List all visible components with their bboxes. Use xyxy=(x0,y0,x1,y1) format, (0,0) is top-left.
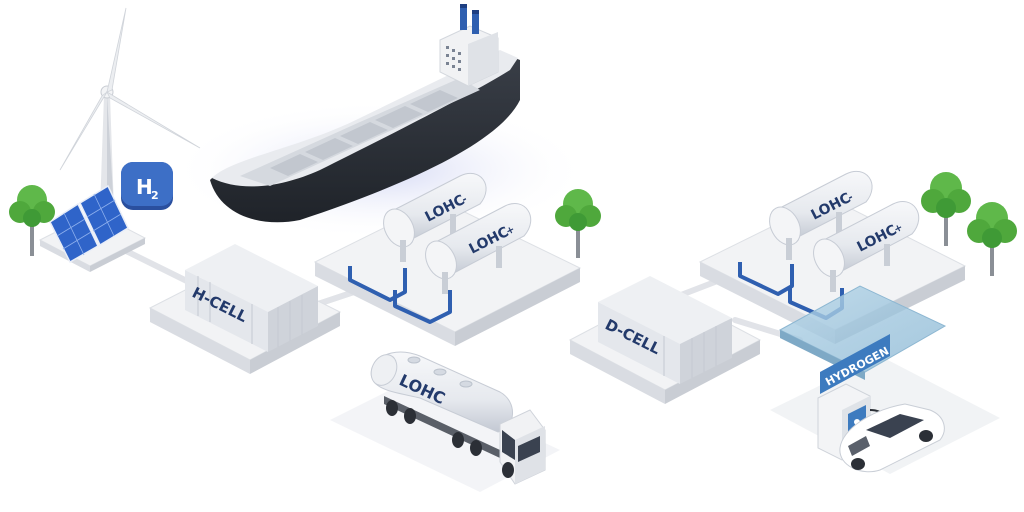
right-tank-b: LOHC + xyxy=(813,201,920,292)
left-tank-pipes xyxy=(348,266,452,324)
hcell-container: H-CELL xyxy=(185,244,318,352)
lohc-truck: LOHC xyxy=(330,351,560,492)
tree-center xyxy=(555,189,601,258)
h2-badge: H 2 xyxy=(121,162,173,210)
car xyxy=(839,403,945,473)
cargo-ship xyxy=(210,4,520,223)
ship-bridge xyxy=(439,4,499,87)
wind-turbine xyxy=(59,7,201,210)
solar-panels xyxy=(49,184,129,264)
tree-right-b xyxy=(967,202,1017,276)
left-tank-b: LOHC + xyxy=(425,203,532,294)
left-tank-a: LOHC - xyxy=(383,172,487,262)
truck-cab xyxy=(499,409,546,485)
right-tank-a-sup: - xyxy=(846,192,855,204)
right-tank-a: LOHC - xyxy=(769,170,873,260)
tree-left xyxy=(9,185,55,256)
tree-right-a xyxy=(921,172,971,246)
h2-symbol: H xyxy=(136,175,153,199)
left-tank-a-sup: - xyxy=(460,194,469,206)
h2-subscript: 2 xyxy=(151,189,159,202)
dcell-container: D-CELL xyxy=(598,276,732,384)
